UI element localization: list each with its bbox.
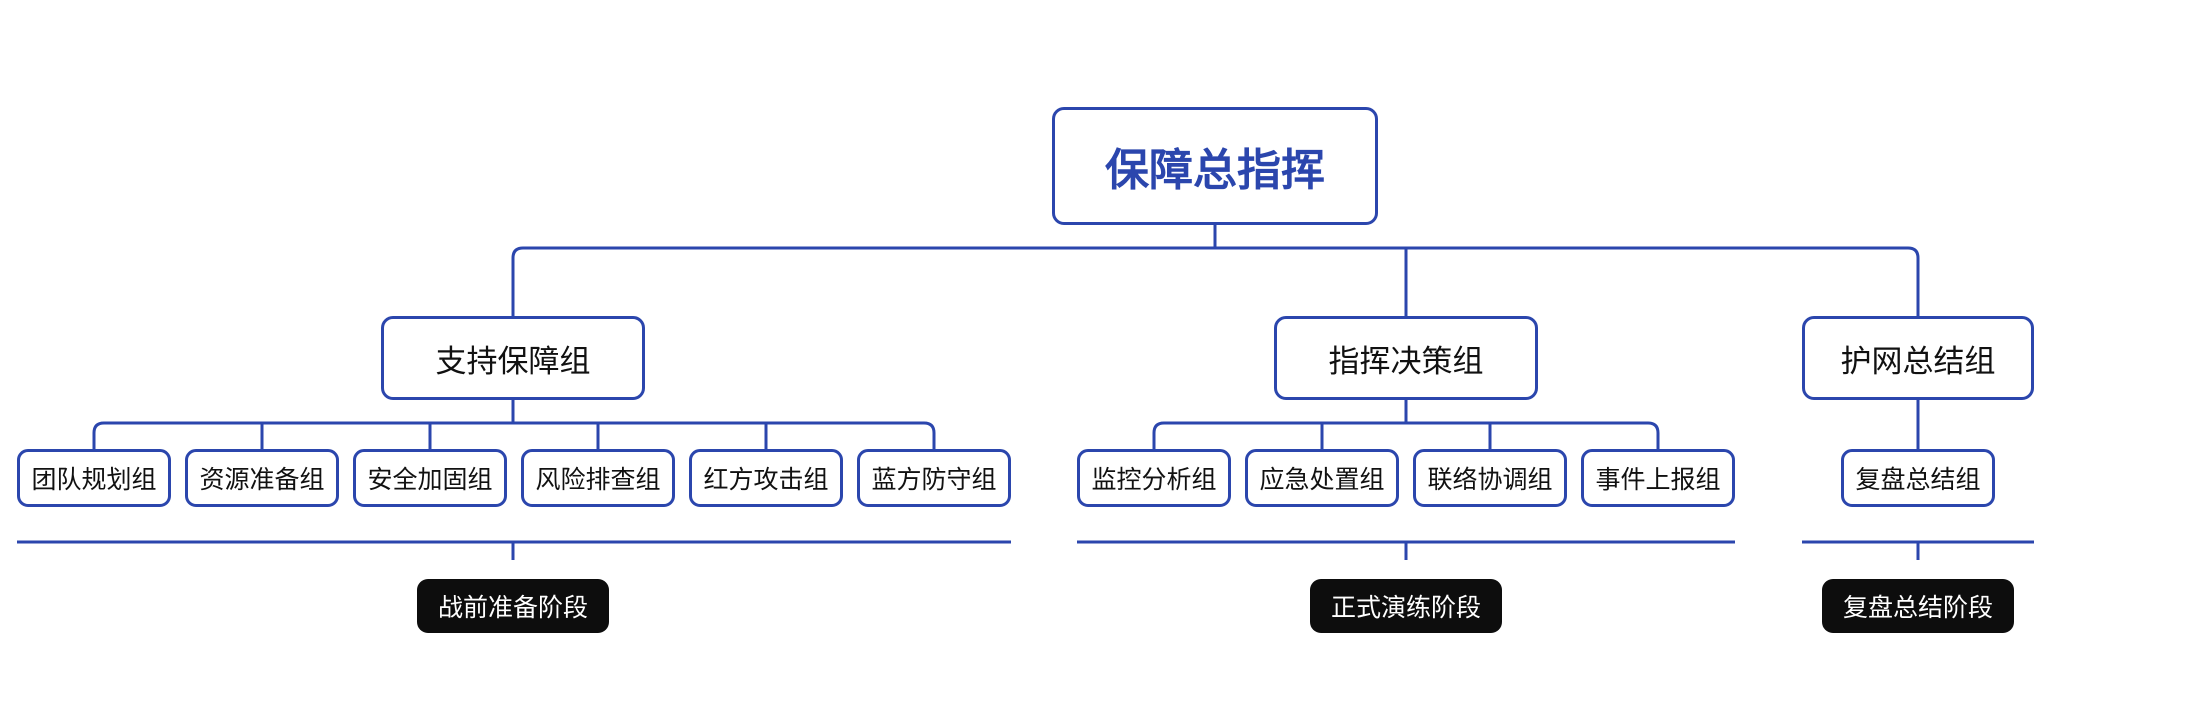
command-bus-line: [1152, 421, 1660, 449]
group-node-summary: 护网总结组: [1802, 316, 2034, 400]
leaf-node-security-hardening: 安全加固组: [353, 449, 507, 507]
support-bus-line: [92, 421, 936, 449]
leaf-node-incident-report: 事件上报组: [1581, 449, 1735, 507]
leaf-node-team-planning: 团队规划组: [17, 449, 171, 507]
phase-label-review: 复盘总结阶段: [1822, 579, 2014, 633]
leaf-node-risk-check: 风险排查组: [521, 449, 675, 507]
leaf-node-resource-prep: 资源准备组: [185, 449, 339, 507]
group-node-command-decision: 指挥决策组: [1274, 316, 1538, 400]
root-node-command: 保障总指挥: [1052, 107, 1378, 225]
leaf-node-emergency: 应急处置组: [1245, 449, 1399, 507]
leaf-node-red-team: 红方攻击组: [689, 449, 843, 507]
leaf-node-coordination: 联络协调组: [1413, 449, 1567, 507]
leaf-node-monitoring: 监控分析组: [1077, 449, 1231, 507]
root-bus-line: [511, 246, 1920, 316]
leaf-node-review: 复盘总结组: [1841, 449, 1995, 507]
phase-label-preparation: 战前准备阶段: [417, 579, 609, 633]
group-node-support: 支持保障组: [381, 316, 645, 400]
phase-label-exercise: 正式演练阶段: [1310, 579, 1502, 633]
leaf-node-blue-team: 蓝方防守组: [857, 449, 1011, 507]
